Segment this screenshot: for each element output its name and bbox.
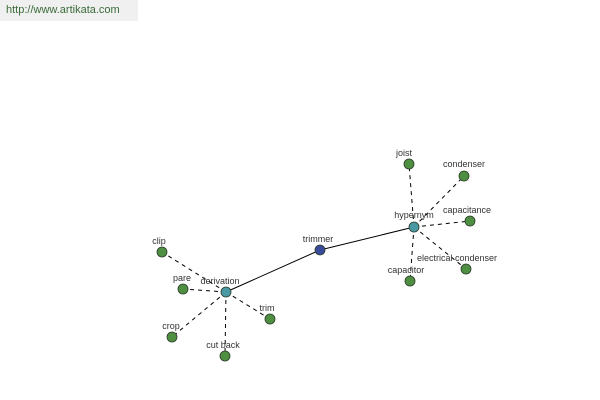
node-condenser[interactable] — [458, 170, 470, 182]
node-label-crop: crop — [162, 321, 180, 331]
node-derivation[interactable] — [220, 286, 232, 298]
edges-layer — [161, 163, 471, 357]
nodes-layer — [156, 158, 476, 362]
node-trim[interactable] — [264, 313, 276, 325]
node-clip[interactable] — [156, 246, 168, 258]
node-trimmer[interactable] — [314, 244, 326, 256]
node-capacitor[interactable] — [404, 275, 416, 287]
node-label-capacitor: capacitor — [388, 265, 425, 275]
node-label-condenser: condenser — [443, 159, 485, 169]
node-label-pare: pare — [173, 273, 191, 283]
node-label-clip: clip — [152, 236, 166, 246]
edge-trimmer-hypernym — [319, 226, 415, 251]
edge-derivation-pare — [182, 288, 227, 293]
edge-hypernym-joist — [408, 163, 415, 228]
node-label-hypernym: hypernym — [394, 210, 434, 220]
edge-hypernym-capacitor — [409, 226, 415, 282]
node-label-electrical-condenser: electrical condenser — [417, 253, 497, 263]
labels-layer: trimmer hypernym derivation joist condenser c… — [152, 148, 497, 350]
edge-derivation-trim — [225, 291, 271, 320]
edge-derivation-clip — [161, 251, 227, 293]
edge-hypernym-capacitance — [413, 220, 471, 228]
node-capacitance[interactable] — [464, 215, 476, 227]
node-cut-back[interactable] — [219, 350, 231, 362]
node-label-joist: joist — [395, 148, 413, 158]
node-joist[interactable] — [403, 158, 415, 170]
node-label-derivation: derivation — [200, 276, 239, 286]
edge-hypernym-electrical-condenser — [413, 226, 467, 270]
node-label-trimmer: trimmer — [303, 234, 334, 244]
node-pare[interactable] — [177, 283, 189, 295]
node-crop[interactable] — [166, 331, 178, 343]
node-hypernym[interactable] — [408, 221, 420, 233]
node-electrical-condenser[interactable] — [460, 263, 472, 275]
edge-derivation-cut-back — [224, 291, 227, 357]
source-banner: http://www.artikata.com — [0, 0, 138, 21]
edge-trimmer-derivation — [225, 249, 321, 293]
node-label-trim: trim — [260, 303, 275, 313]
node-label-cut-back: cut back — [206, 340, 240, 350]
edge-derivation-crop — [171, 291, 227, 338]
edge-hypernym-condenser — [413, 175, 465, 228]
node-label-capacitance: capacitance — [443, 205, 491, 215]
source-link[interactable]: http://www.artikata.com — [6, 4, 120, 16]
